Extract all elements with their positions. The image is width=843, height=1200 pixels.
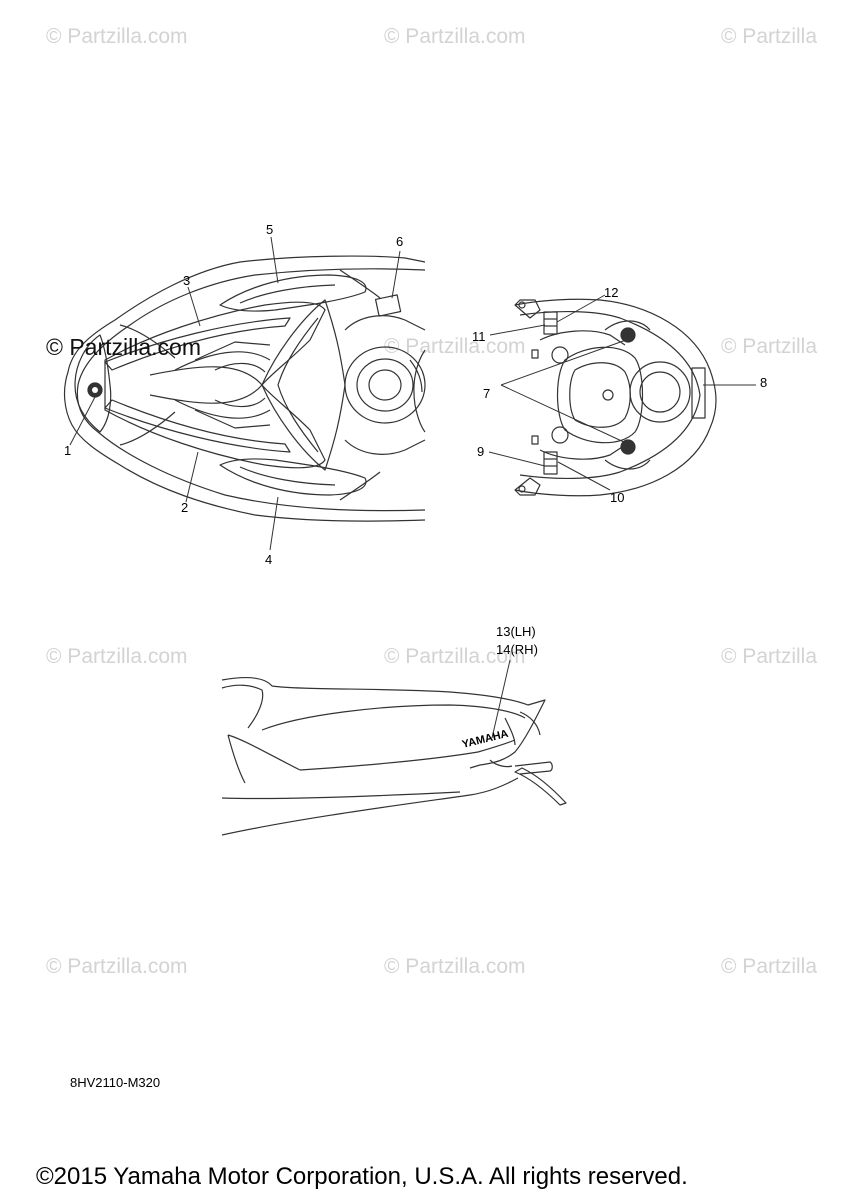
diagram-code: 8HV2110-M320 [70, 1075, 161, 1090]
watermark: © Partzilla.com [46, 25, 188, 48]
callout-14: 14(RH) [496, 642, 538, 657]
yamaha-decal: YAMAHA [461, 728, 510, 751]
callout-5: 5 [266, 222, 273, 237]
watermark: © Partzilla.com [384, 335, 526, 358]
callout-10: 10 [610, 490, 624, 505]
callout-9: 9 [477, 444, 484, 459]
watermark: © Partzilla.com [384, 645, 526, 668]
rear-deck-view [514, 298, 717, 497]
callout-13: 13(LH) [496, 624, 536, 639]
watermark: © Partzilla.com [46, 334, 201, 360]
watermark: © Partzilla [721, 955, 817, 978]
callout-4: 4 [265, 552, 272, 567]
watermark: © Partzilla [721, 335, 817, 358]
watermark: © Partzilla.com [46, 645, 188, 668]
callout-1: 1 [64, 443, 71, 458]
callout-12: 12 [604, 285, 618, 300]
watermark: © Partzilla.com [384, 25, 526, 48]
watermark: © Partzilla [721, 25, 817, 48]
copyright-notice: ©2015 Yamaha Motor Corporation, U.S.A. A… [36, 1163, 688, 1190]
watermark: © Partzilla.com [46, 955, 188, 978]
callout-6: 6 [396, 234, 403, 249]
callout-2: 2 [181, 500, 188, 515]
side-seat-view [221, 676, 567, 836]
callout-11: 11 [472, 329, 486, 344]
front-deck-view [63, 255, 426, 522]
callout-7: 7 [483, 386, 490, 401]
callout-3: 3 [183, 273, 190, 288]
leader-lines [69, 236, 756, 739]
callout-8: 8 [760, 375, 767, 390]
watermark: © Partzilla.com [384, 955, 526, 978]
watermark: © Partzilla [721, 645, 817, 668]
